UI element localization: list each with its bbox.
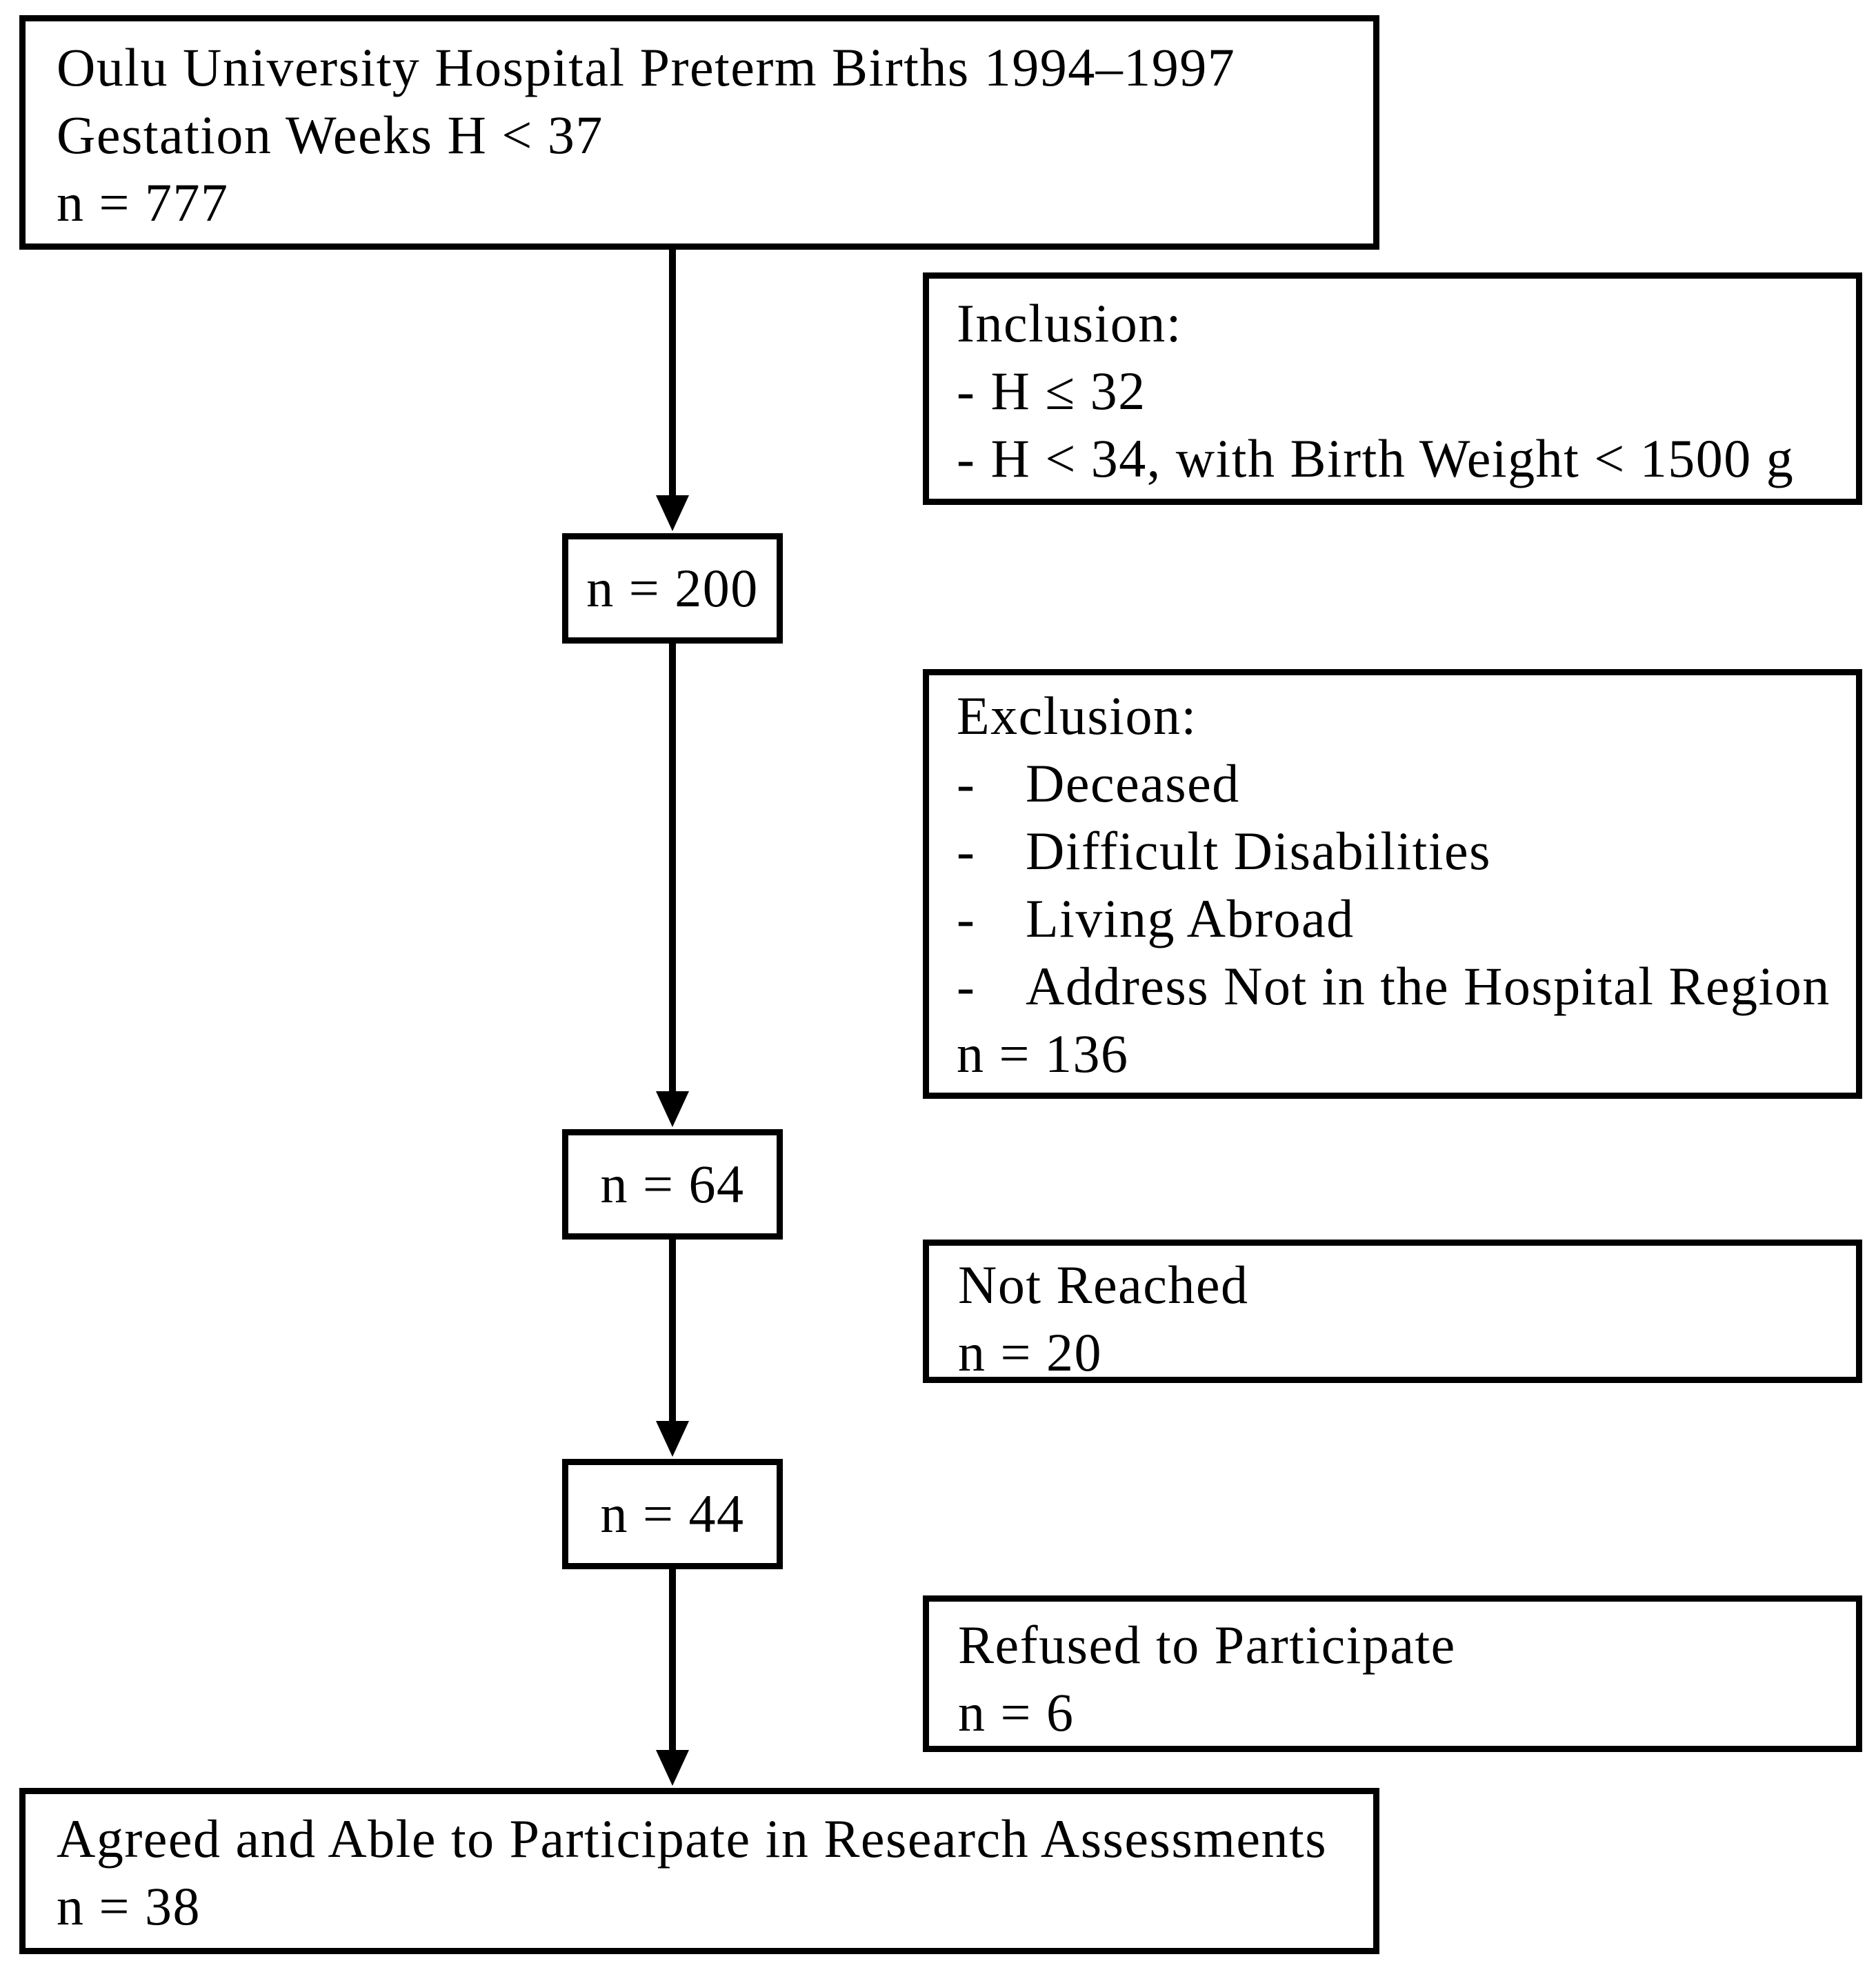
exclusion-item: -Difficult Disabilities bbox=[957, 817, 1844, 885]
exclusion-item: -Living Abroad bbox=[957, 885, 1844, 953]
not-reached-count: n = 20 bbox=[958, 1322, 1102, 1382]
exclusion-item: -Address Not in the Hospital Region bbox=[957, 953, 1844, 1020]
exclusion-title: Exclusion: bbox=[957, 686, 1197, 746]
source-line-1: Oulu University Hospital Preterm Births … bbox=[57, 37, 1236, 97]
flow-arrow-n64-to-n44 bbox=[656, 1240, 689, 1457]
dash-bullet: - bbox=[957, 888, 976, 948]
refused-to-participate-box: Refused to Participate n = 6 bbox=[923, 1595, 1862, 1752]
final-title: Agreed and Able to Participate in Resear… bbox=[57, 1809, 1328, 1869]
n64-box: n = 64 bbox=[562, 1129, 783, 1240]
n44-box: n = 44 bbox=[562, 1459, 783, 1569]
source-count: n = 777 bbox=[57, 172, 229, 232]
flow-arrow-n200-to-n64 bbox=[656, 644, 689, 1127]
n200-box: n = 200 bbox=[562, 533, 783, 644]
dash-bullet: - bbox=[957, 753, 976, 813]
dash-bullet: - bbox=[957, 956, 976, 1016]
exclusion-count: n = 136 bbox=[957, 1024, 1129, 1084]
flow-arrow-source-to-n200 bbox=[656, 250, 689, 531]
source-line-2: Gestation Weeks H < 37 bbox=[57, 105, 603, 165]
arrow-head-icon bbox=[656, 1421, 689, 1457]
n64-label: n = 64 bbox=[600, 1154, 745, 1214]
not-reached-box: Not Reached n = 20 bbox=[923, 1240, 1862, 1383]
arrow-shaft bbox=[669, 644, 676, 1094]
inclusion-item: -H ≤ 32 bbox=[957, 357, 1844, 425]
exclusion-item: -Deceased bbox=[957, 750, 1844, 817]
dash-bullet: - bbox=[957, 361, 976, 421]
arrow-head-icon bbox=[656, 1091, 689, 1127]
dash-bullet: - bbox=[957, 428, 976, 488]
exclusion-criteria-box: Exclusion: -Deceased -Difficult Disabili… bbox=[923, 669, 1862, 1099]
source-population-box: Oulu University Hospital Preterm Births … bbox=[19, 15, 1379, 250]
inclusion-criteria-box: Inclusion: -H ≤ 32 -H < 34, with Birth W… bbox=[923, 272, 1862, 505]
n200-label: n = 200 bbox=[586, 558, 759, 618]
final-participants-box: Agreed and Able to Participate in Resear… bbox=[19, 1788, 1379, 1954]
flow-arrow-n44-to-final bbox=[656, 1569, 689, 1786]
inclusion-title: Inclusion: bbox=[957, 293, 1182, 353]
arrow-head-icon bbox=[656, 1750, 689, 1786]
not-reached-title: Not Reached bbox=[958, 1255, 1249, 1315]
n44-label: n = 44 bbox=[600, 1484, 745, 1544]
refused-count: n = 6 bbox=[958, 1682, 1075, 1742]
arrow-head-icon bbox=[656, 495, 689, 531]
arrow-shaft bbox=[669, 250, 676, 498]
dash-bullet: - bbox=[957, 821, 976, 881]
arrow-shaft bbox=[669, 1240, 676, 1424]
final-count: n = 38 bbox=[57, 1876, 201, 1936]
arrow-shaft bbox=[669, 1569, 676, 1753]
refused-title: Refused to Participate bbox=[958, 1615, 1456, 1675]
inclusion-item: -H < 34, with Birth Weight < 1500 g bbox=[957, 425, 1844, 492]
